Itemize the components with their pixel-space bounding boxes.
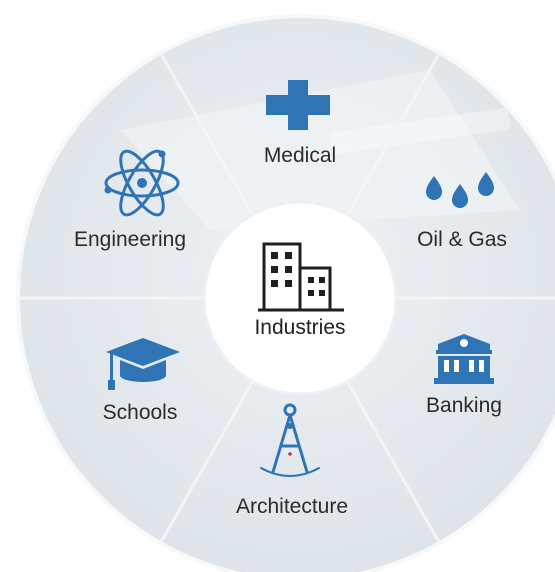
office-buildings-icon <box>258 242 344 312</box>
segment-label-architecture: Architecture <box>235 495 349 518</box>
oil-drops-icon <box>426 172 494 208</box>
drafting-compass-icon <box>260 403 320 477</box>
segment-label-oil-gas: Oil & Gas <box>417 228 507 251</box>
medical-cross-icon <box>266 80 330 130</box>
atom-icon <box>104 149 180 217</box>
segment-label-banking: Banking <box>426 394 502 417</box>
segment-label-schools: Schools <box>102 401 178 424</box>
bank-building-icon <box>434 334 494 384</box>
segment-label-medical: Medical <box>263 144 337 167</box>
graduation-cap-icon <box>106 338 180 390</box>
segment-label-engineering: Engineering <box>73 228 187 251</box>
hub-label: Industries <box>254 316 346 339</box>
